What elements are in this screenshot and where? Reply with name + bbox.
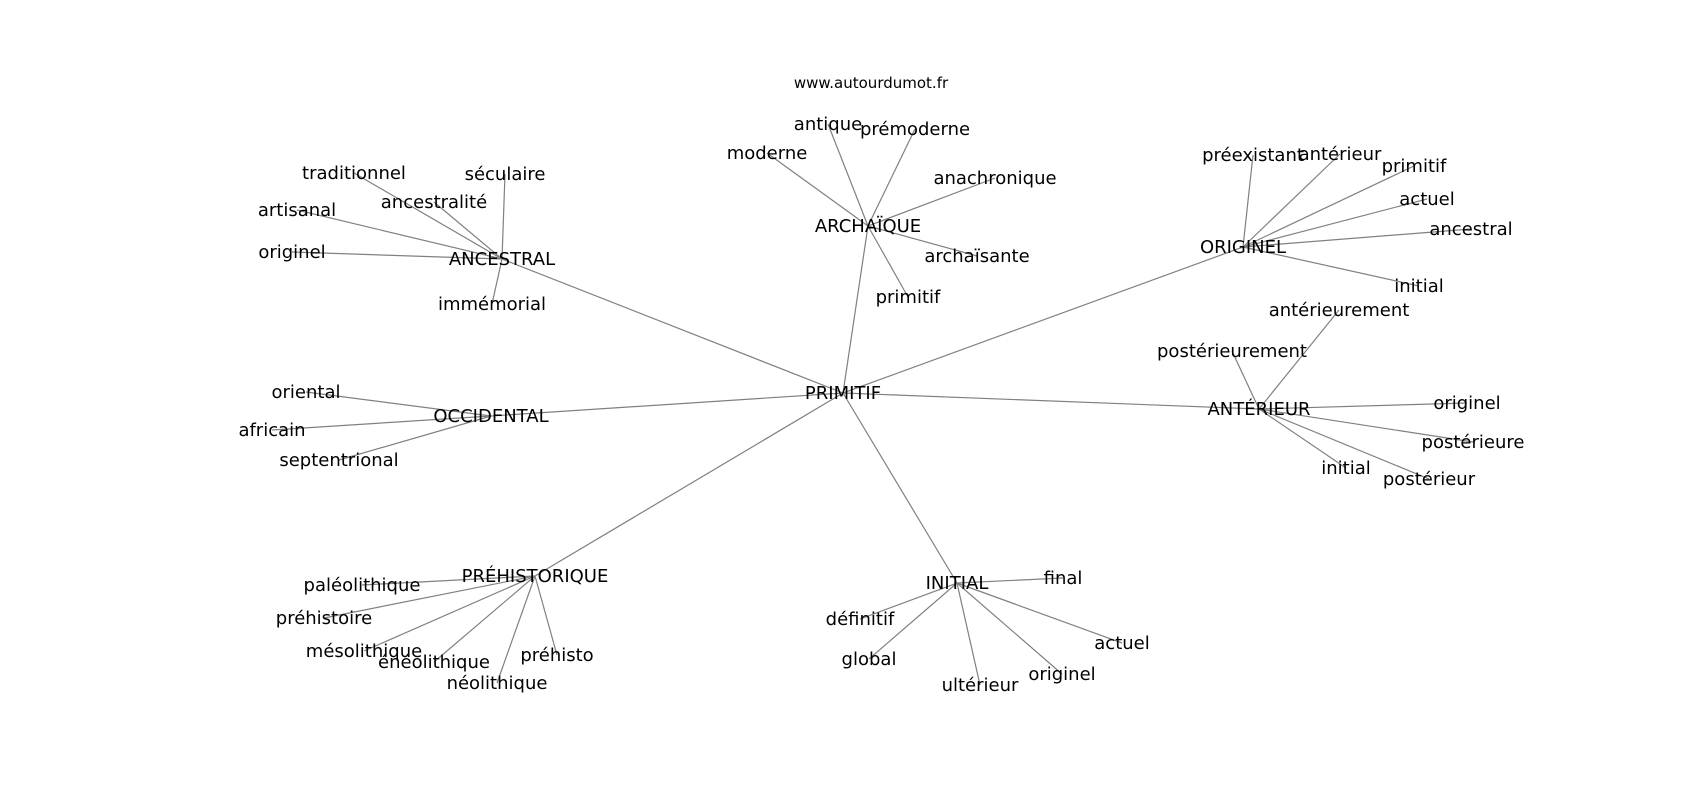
- leaf-node[interactable]: archaïsante: [924, 246, 1029, 267]
- hub-node[interactable]: PRÉHISTORIQUE: [462, 565, 609, 587]
- edge-hub-to-leaf: [291, 251, 503, 260]
- leaf-node[interactable]: originel: [1028, 664, 1095, 685]
- watermark-text: www.autourdumot.fr: [793, 74, 949, 92]
- leaf-node[interactable]: africain: [238, 420, 305, 441]
- edge-hub-to-leaf: [271, 415, 492, 431]
- edge-hub-to-leaf: [1242, 228, 1472, 248]
- leaf-node[interactable]: préhistoire: [276, 608, 372, 629]
- leaf-node[interactable]: préexistant: [1202, 145, 1304, 166]
- edge-hub-to-leaf: [305, 391, 492, 417]
- leaf-node[interactable]: global: [842, 649, 897, 670]
- edge-center-to-hub: [490, 392, 844, 417]
- leaf-node[interactable]: actuel: [1399, 189, 1454, 210]
- leaf-node[interactable]: ancestral: [1429, 219, 1512, 240]
- leaf-node[interactable]: postérieur: [1383, 469, 1476, 490]
- edge-hub-to-leaf: [433, 575, 536, 663]
- edge-center-to-hub: [842, 392, 1260, 410]
- edge-hub-to-leaf: [433, 201, 503, 260]
- edge-hub-to-leaf: [956, 582, 1123, 644]
- edge-hub-to-leaf: [1242, 153, 1341, 248]
- leaf-node[interactable]: antique: [794, 114, 862, 135]
- leaf-node[interactable]: prémoderne: [860, 119, 970, 140]
- edge-hub-to-leaf: [534, 575, 558, 656]
- edge-hub-to-leaf: [1258, 408, 1347, 469]
- edge-hub-to-leaf: [353, 172, 503, 260]
- hub-node[interactable]: INITIAL: [926, 573, 989, 594]
- edge-hub-to-leaf: [338, 415, 492, 461]
- leaf-node[interactable]: postérieure: [1422, 432, 1525, 453]
- leaf-node[interactable]: énéolithique: [378, 652, 490, 673]
- edge-hub-to-leaf: [1242, 154, 1254, 248]
- edge-hub-to-leaf: [1242, 246, 1420, 287]
- leaf-node[interactable]: primitif: [1382, 156, 1447, 177]
- leaf-node[interactable]: primitif: [876, 287, 941, 308]
- leaf-node[interactable]: paléolithique: [304, 575, 421, 596]
- hub-node[interactable]: OCCIDENTAL: [433, 406, 548, 427]
- leaf-node[interactable]: ultérieur: [942, 675, 1019, 696]
- edge-hub-to-leaf: [867, 225, 978, 257]
- leaf-node[interactable]: septentrional: [279, 450, 398, 471]
- edge-hub-to-leaf: [766, 152, 869, 227]
- leaf-node[interactable]: ancestralité: [381, 192, 487, 213]
- leaf-node[interactable]: antérieurement: [1269, 300, 1410, 321]
- edge-hub-to-leaf: [361, 575, 536, 586]
- leaf-node[interactable]: initial: [1321, 458, 1371, 479]
- leaf-node[interactable]: néolithique: [447, 673, 548, 694]
- edge-hub-to-leaf: [1242, 198, 1428, 248]
- edge-hub-to-leaf: [363, 575, 536, 652]
- leaf-node[interactable]: traditionnel: [302, 163, 406, 184]
- edge-hub-to-leaf: [859, 582, 958, 620]
- edge-center-to-hub: [534, 392, 844, 577]
- edge-hub-to-leaf: [1258, 309, 1340, 410]
- leaf-node[interactable]: artisanal: [258, 200, 336, 221]
- leaf-node[interactable]: préhisto: [520, 645, 593, 666]
- leaf-node[interactable]: oriental: [272, 382, 341, 403]
- edge-hub-to-leaf: [1231, 350, 1260, 410]
- hub-node[interactable]: ANTÉRIEUR: [1207, 398, 1310, 420]
- edge-hub-to-leaf: [956, 577, 1064, 584]
- edge-hub-to-leaf: [501, 173, 506, 260]
- edge-hub-to-leaf: [868, 582, 958, 660]
- edge-center-to-hub: [842, 392, 958, 584]
- leaf-node[interactable]: séculaire: [465, 164, 546, 185]
- edge-hub-to-leaf: [1258, 402, 1468, 410]
- edge-hub-to-leaf: [956, 582, 1063, 675]
- edge-hub-to-leaf: [867, 128, 916, 227]
- edge-center-to-hub: [501, 258, 844, 394]
- edge-hub-to-leaf: [1242, 165, 1415, 248]
- leaf-node[interactable]: originel: [258, 242, 325, 263]
- edge-center-to-hub: [842, 246, 1244, 394]
- edge-hub-to-leaf: [867, 177, 996, 227]
- edge-center-to-hub: [842, 225, 869, 394]
- edge-hub-to-leaf: [956, 582, 981, 686]
- hub-node[interactable]: ANCESTRAL: [449, 249, 555, 270]
- leaf-node[interactable]: postérieurement: [1157, 341, 1307, 362]
- edge-hub-to-leaf: [1258, 408, 1474, 443]
- leaf-node[interactable]: originel: [1433, 393, 1500, 414]
- leaf-node[interactable]: antérieur: [1299, 144, 1382, 165]
- leaf-node[interactable]: anachronique: [933, 168, 1056, 189]
- edge-hub-to-leaf: [296, 209, 503, 260]
- center-node[interactable]: PRIMITIF: [805, 383, 881, 404]
- edge-hub-to-leaf: [323, 575, 536, 619]
- leaf-node[interactable]: mésolithique: [306, 641, 422, 662]
- leaf-node[interactable]: définitif: [826, 609, 895, 630]
- leaf-node[interactable]: initial: [1394, 276, 1444, 297]
- hub-node[interactable]: ORIGINEL: [1200, 237, 1286, 258]
- edge-hub-to-leaf: [1258, 408, 1430, 480]
- hub-node[interactable]: ARCHAÏQUE: [815, 216, 921, 237]
- leaf-node[interactable]: final: [1044, 568, 1083, 589]
- edge-hub-to-leaf: [491, 258, 503, 305]
- leaf-node[interactable]: immémorial: [438, 294, 546, 315]
- edge-hub-to-leaf: [867, 225, 909, 298]
- edge-hub-to-leaf: [496, 575, 536, 684]
- leaf-node[interactable]: moderne: [727, 143, 808, 164]
- leaf-node[interactable]: actuel: [1094, 633, 1149, 654]
- edge-hub-to-leaf: [827, 123, 869, 227]
